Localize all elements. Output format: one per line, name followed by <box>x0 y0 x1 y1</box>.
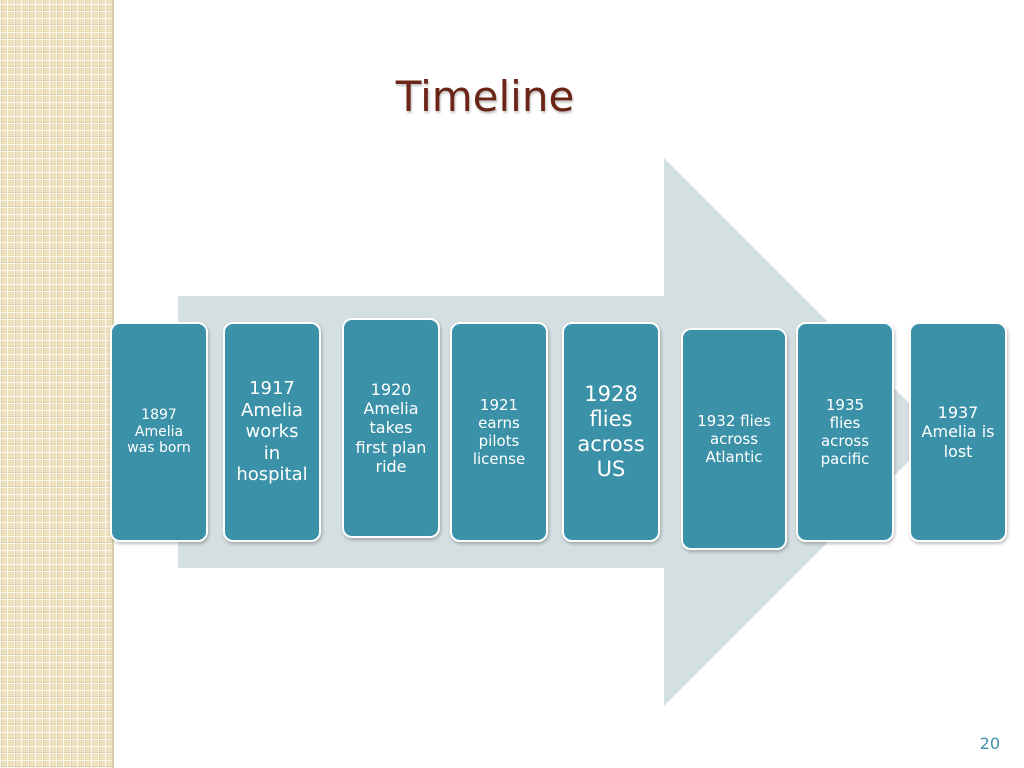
page-number: 20 <box>979 734 1000 753</box>
event-box-1920: 1920 Amelia takes first plan ride <box>342 318 440 538</box>
event-box-1935: 1935 flies across pacific <box>796 322 894 542</box>
event-box-1932: 1932 flies across Atlantic <box>681 328 787 550</box>
event-box-1921: 1921 earns pilots license <box>450 322 548 542</box>
event-box-1937: 1937 Amelia is lost <box>909 322 1007 542</box>
event-box-1917: 1917 Amelia works in hospital <box>223 322 321 542</box>
event-box-1928: 1928 flies across US <box>562 322 660 542</box>
event-box-1897: 1897 Amelia was born <box>110 322 208 542</box>
arrow-shape <box>178 158 938 706</box>
side-pattern <box>0 0 112 768</box>
slide-title: Timeline <box>395 72 575 121</box>
